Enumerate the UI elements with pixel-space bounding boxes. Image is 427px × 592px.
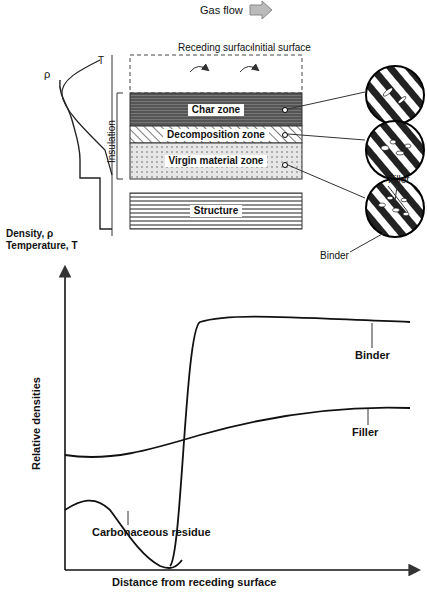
- axis-label: Relative densities: [30, 377, 42, 470]
- zone-label: Structure: [190, 205, 242, 217]
- virgin-zone-band: Virgin material zone: [130, 143, 302, 179]
- zone-label: Char zone: [188, 104, 244, 116]
- structure-band: Structure: [130, 193, 302, 229]
- inset-label: Binder: [320, 250, 349, 262]
- inset-label: Filler: [388, 174, 410, 186]
- flow-label: Gas flow: [200, 4, 243, 16]
- curve-label: ρ: [44, 68, 50, 80]
- decomposition-zone-band: Decomposition zone: [130, 126, 302, 143]
- surface-label: Initial surface: [252, 42, 311, 54]
- curve-label: Binder: [355, 349, 390, 361]
- curve-label: Filler: [352, 426, 378, 438]
- axis-label: Density, ρ: [6, 228, 53, 240]
- surface-label: Receding surface: [178, 42, 256, 54]
- curve-label: T: [98, 55, 104, 67]
- zone-label: Virgin material zone: [165, 155, 268, 167]
- zone-label: Decomposition zone: [163, 129, 269, 141]
- char-zone-band: Char zone: [130, 93, 302, 126]
- axis-label: Temperature, T: [6, 240, 78, 252]
- bracket-label: Insulation: [106, 120, 118, 163]
- axis-label: Distance from receding surface: [112, 576, 276, 588]
- curve-label: Carbonaceous residue: [92, 526, 211, 538]
